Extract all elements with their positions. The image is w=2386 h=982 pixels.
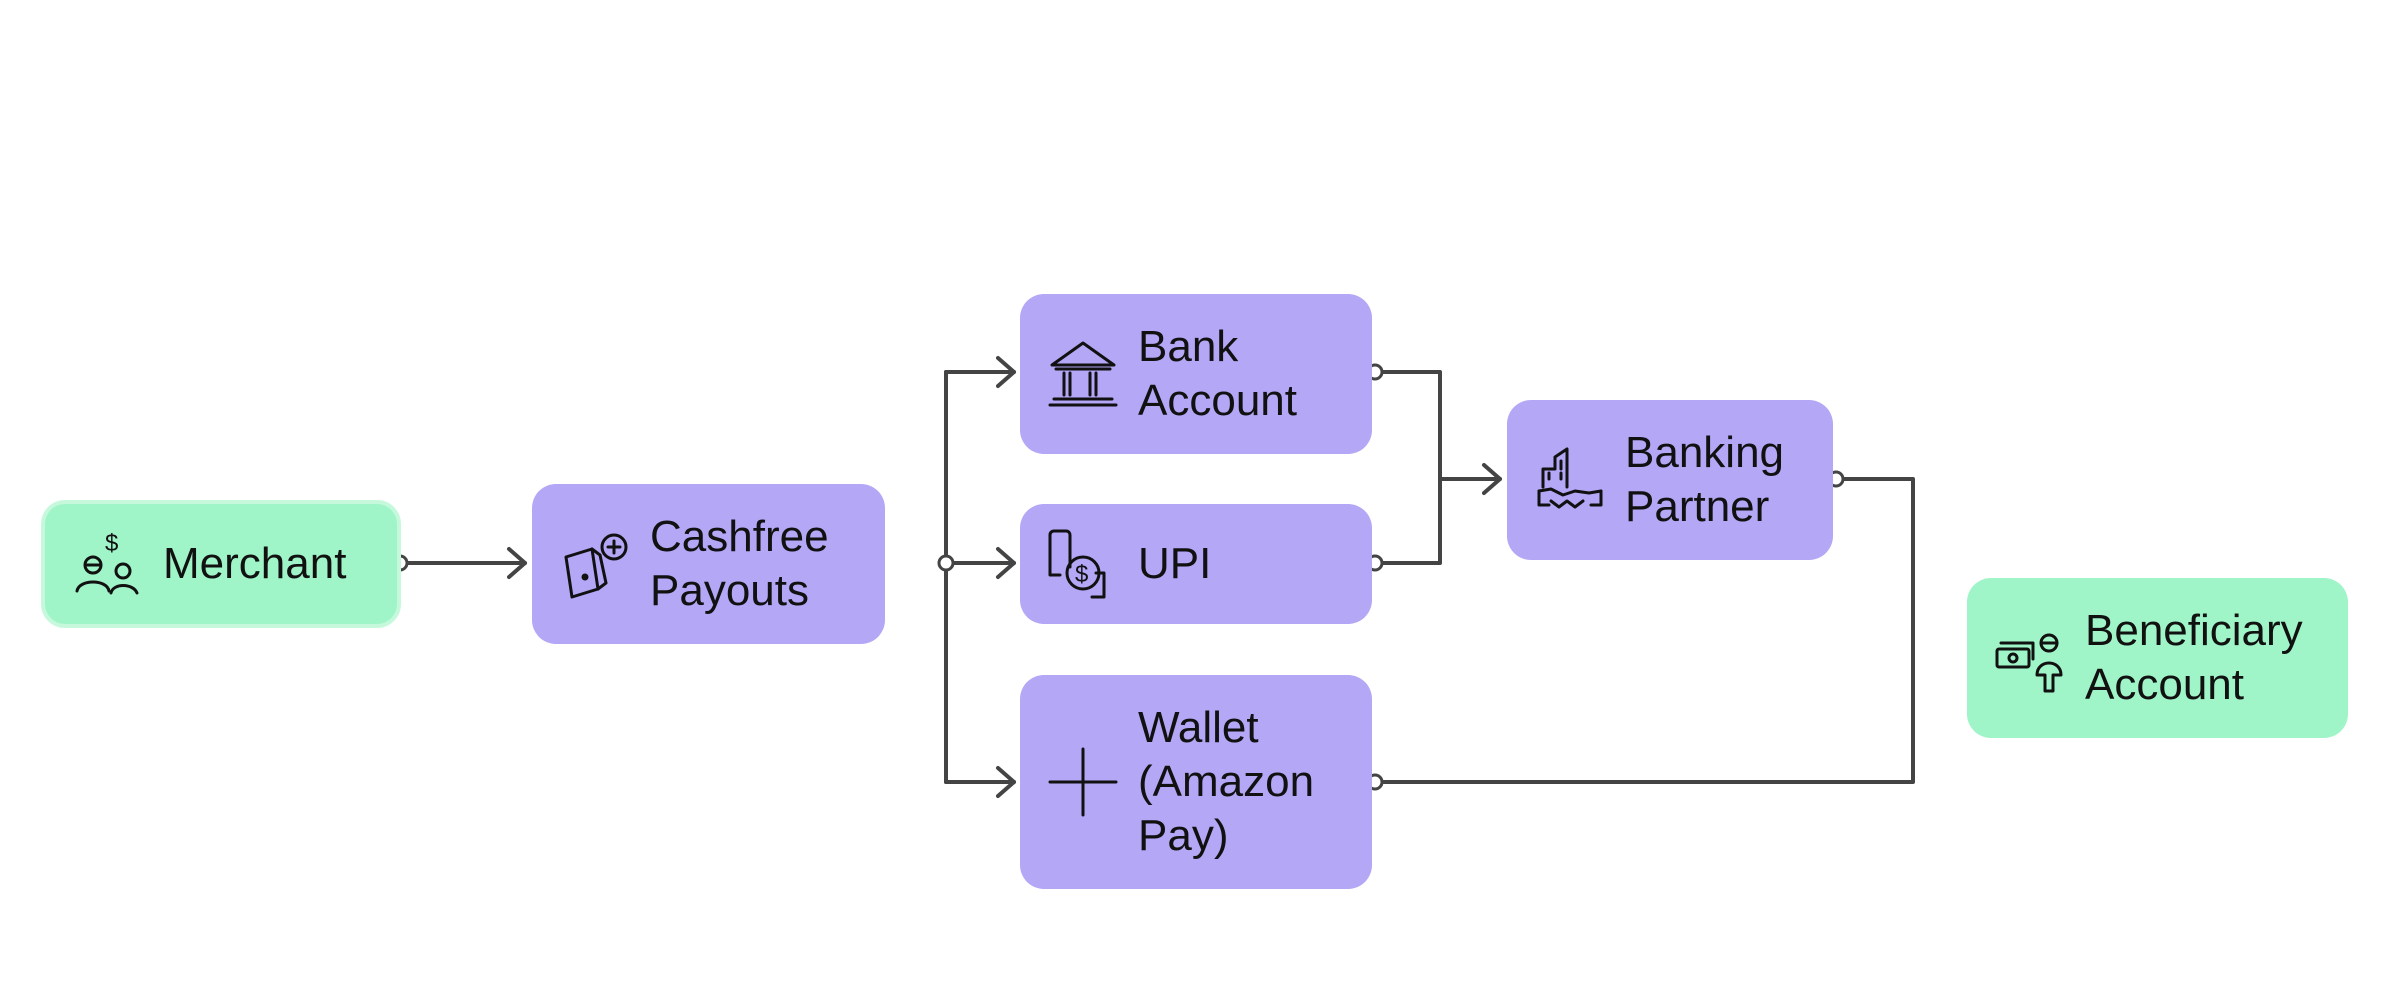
arrowhead-bank-account [996, 356, 1016, 388]
arrowhead-upi [996, 547, 1016, 579]
phone-coin-icon: $ [1046, 527, 1120, 601]
merchant-money-people-icon: $ [71, 527, 145, 601]
node-beneficiary-account: Beneficiary Account [1967, 578, 2348, 738]
plus-icon [1046, 745, 1120, 819]
upi-label: UPI [1138, 539, 1212, 588]
edge-banking-partner-and-wallet-merge [1380, 477, 1915, 784]
handshake-building-icon [1533, 443, 1607, 517]
svg-text:$: $ [105, 530, 118, 557]
arrowhead-banking-partner [1482, 463, 1502, 495]
bank-icon [1046, 337, 1120, 411]
wallet-label: Wallet (Amazon Pay) [1138, 703, 1315, 860]
arrowhead-wallet [996, 766, 1016, 798]
node-cashfree-payouts: Cashfree Payouts [532, 484, 885, 644]
banking-partner-label: Banking Partner [1625, 428, 1785, 531]
svg-text:$: $ [1075, 561, 1088, 588]
port-cashfree-out [937, 554, 955, 572]
edge-bank-account-to-merge [1380, 370, 1442, 565]
arrowhead-cashfree [507, 547, 527, 579]
node-upi: $ UPI [1020, 504, 1372, 624]
cash-person-icon [1993, 621, 2067, 695]
node-merchant: $ Merchant [41, 500, 401, 628]
cashfree-payouts-label: Cashfree Payouts [650, 512, 829, 615]
merchant-label: Merchant [163, 539, 347, 588]
node-bank-account: Bank Account [1020, 294, 1372, 454]
node-wallet: Wallet (Amazon Pay) [1020, 675, 1372, 889]
beneficiary-account-label: Beneficiary Account [2085, 606, 2303, 709]
wallet-add-icon [558, 527, 632, 601]
bank-account-label: Bank Account [1138, 322, 1297, 425]
node-banking-partner: Banking Partner [1507, 400, 1833, 560]
